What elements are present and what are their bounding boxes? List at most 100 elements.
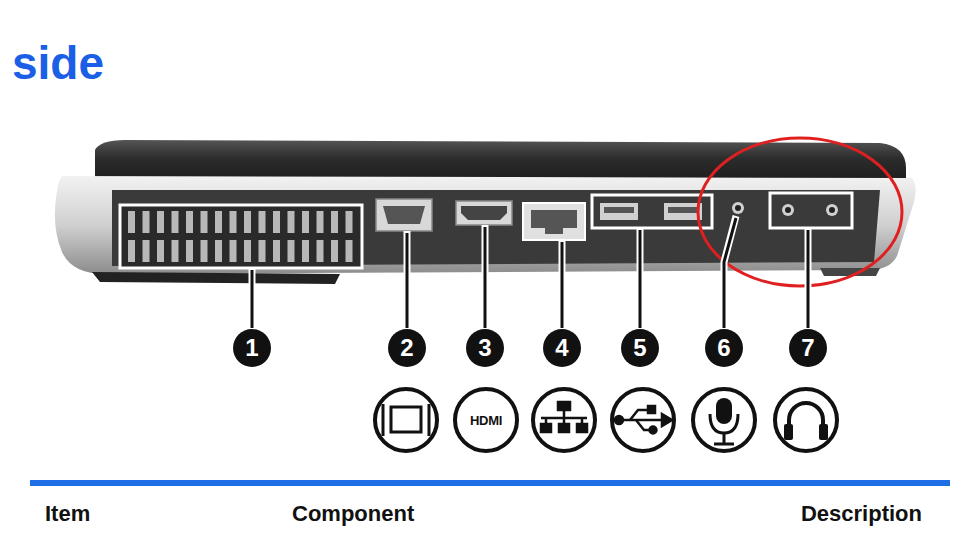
ethernet-port xyxy=(523,203,585,240)
vent-slot xyxy=(186,240,193,262)
vent-slot xyxy=(259,240,266,262)
callout-number: 3 xyxy=(478,336,491,360)
vent xyxy=(120,205,362,268)
vent-slot xyxy=(259,211,266,233)
callout-number: 4 xyxy=(555,336,568,360)
microphone-icon xyxy=(716,398,732,424)
audio-jacks xyxy=(770,193,852,228)
network-icon xyxy=(541,402,587,432)
vent-slot xyxy=(230,240,237,262)
hdmi-port xyxy=(456,201,512,225)
network-icon xyxy=(577,424,587,432)
vent-slot xyxy=(302,211,309,233)
headphone-icon xyxy=(784,424,793,440)
callout-circles xyxy=(388,329,426,367)
icon-circles xyxy=(612,389,674,451)
vent-slot xyxy=(346,240,353,262)
usb-icon xyxy=(662,414,672,426)
callout-circles xyxy=(543,329,581,367)
leader-lines xyxy=(249,268,256,328)
usb-ports xyxy=(592,195,712,228)
vent-slot xyxy=(331,240,338,262)
headphone-icon xyxy=(789,403,823,430)
usb-icon xyxy=(615,416,623,424)
vent-slot xyxy=(128,211,135,233)
callout-number: 6 xyxy=(717,336,730,360)
audio-jacks xyxy=(770,193,852,228)
usb-icon xyxy=(650,427,657,434)
vent-slot xyxy=(288,240,295,262)
monitor-icon xyxy=(383,404,429,436)
vent-slot xyxy=(201,240,208,262)
ethernet-port xyxy=(531,210,577,234)
table-header: Description xyxy=(801,503,922,525)
usb-icon xyxy=(615,406,672,434)
leader-lines xyxy=(252,218,808,328)
network-icon xyxy=(559,424,569,432)
microphone-icon xyxy=(710,398,738,444)
vent-slot xyxy=(172,240,179,262)
vent-slot xyxy=(128,240,135,262)
mic-jack xyxy=(732,202,744,214)
highlight-ellipse xyxy=(698,138,902,286)
network-icon xyxy=(558,402,570,410)
callout-circles xyxy=(466,329,504,367)
icon-circles xyxy=(455,389,517,451)
usb-ports xyxy=(600,203,638,220)
usb-icon xyxy=(636,420,650,430)
leader-lines xyxy=(639,230,642,328)
vent-slot xyxy=(215,211,222,233)
leader-lines xyxy=(807,230,810,328)
leader-lines xyxy=(724,216,736,328)
network-icon xyxy=(541,410,587,424)
audio-jacks xyxy=(785,207,791,213)
hdmi-port xyxy=(456,201,512,225)
table-header: Item xyxy=(45,503,90,525)
vent-slot xyxy=(346,211,353,233)
leader-lines xyxy=(559,240,566,328)
leader-lines xyxy=(724,218,736,328)
vent-slot xyxy=(143,211,150,233)
section-title: side xyxy=(12,40,104,86)
vent-slot xyxy=(143,240,150,262)
vent-slot xyxy=(215,240,222,262)
vent xyxy=(120,205,362,268)
vent-slot xyxy=(186,211,193,233)
callout-number: 2 xyxy=(400,336,413,360)
table-header: Component xyxy=(292,503,414,525)
leader-lines xyxy=(252,216,808,328)
callout-circles xyxy=(233,329,271,367)
network-icon xyxy=(541,424,551,432)
vent xyxy=(128,211,353,262)
mic-jack xyxy=(732,202,744,214)
audio-jacks xyxy=(826,204,838,216)
callout-circles xyxy=(705,329,743,367)
vent-slot xyxy=(273,211,280,233)
usb-ports xyxy=(668,207,698,213)
leader-lines xyxy=(637,228,644,328)
headphone-icon xyxy=(784,403,828,440)
vent-slot xyxy=(244,211,251,233)
usb-ports xyxy=(604,207,634,213)
callout-number: 5 xyxy=(633,336,646,360)
leader-lines xyxy=(406,233,409,328)
vent-slot xyxy=(302,240,309,262)
microphone-icon xyxy=(714,433,734,444)
hdmi-port xyxy=(461,206,507,220)
vent-slot xyxy=(244,240,251,262)
usb-icon xyxy=(630,410,648,420)
vent-slot xyxy=(331,211,338,233)
icon-circles xyxy=(533,389,595,451)
hdmi-icon-text: HDMI xyxy=(470,414,502,427)
mic-jack xyxy=(735,205,741,211)
leader-lines xyxy=(482,225,489,328)
icon-circles xyxy=(375,389,437,451)
vent-slot xyxy=(317,240,324,262)
vent-slot xyxy=(157,211,164,233)
callout-circles xyxy=(621,329,659,367)
callout-number: 1 xyxy=(245,336,258,360)
leader-lines xyxy=(404,231,411,328)
vent-slot xyxy=(172,211,179,233)
vent-slot xyxy=(317,211,324,233)
leader-lines xyxy=(251,270,254,328)
